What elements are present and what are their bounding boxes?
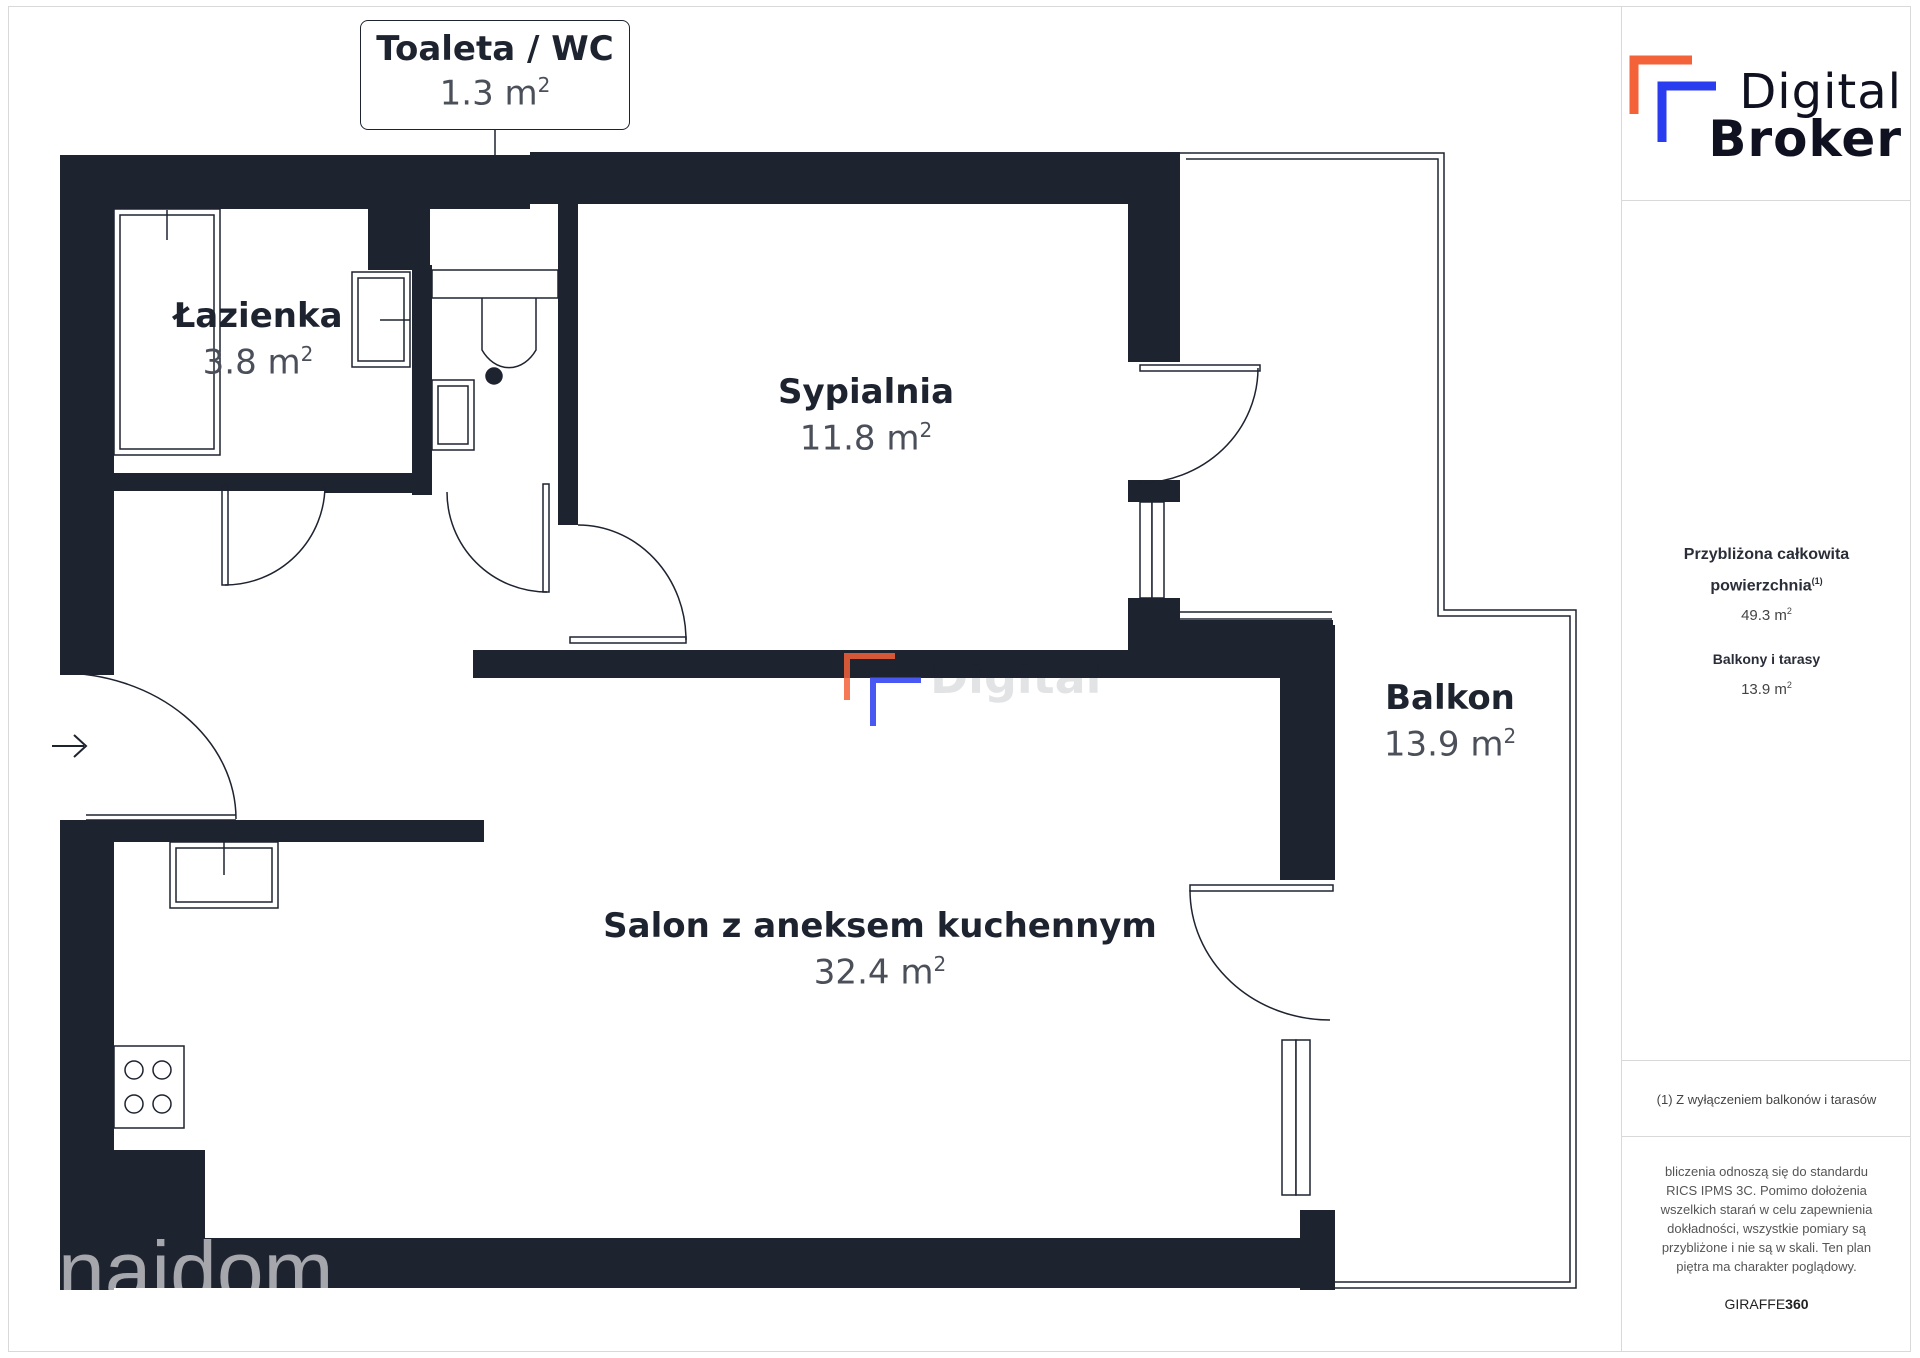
- room-label-salon: Salon z aneksem kuchennym 32.4 m2: [603, 906, 1157, 992]
- sidebar: Digital Broker Przybliżona całkowita pow…: [1621, 6, 1911, 1352]
- sidebar-divider: [1622, 1136, 1911, 1137]
- room-area: 1.3 m2: [439, 73, 551, 114]
- windows: [1139, 501, 1311, 1196]
- watermark-logo-icon: [844, 653, 921, 726]
- entrance-arrow-icon: [52, 734, 88, 758]
- logo-line-2: Broker: [1708, 110, 1902, 168]
- total-area-value: 49.3 m2: [1741, 606, 1792, 624]
- balcony-outline: [1180, 152, 1577, 1289]
- floor-plan: naidom: [52, 130, 1577, 1318]
- walls: [60, 152, 1335, 1290]
- balconies-title: Balkony i tarasy: [1712, 651, 1821, 667]
- toilet-icon: [431, 269, 559, 451]
- wc-callout: Toaleta / WC 1.3 m2: [360, 20, 630, 130]
- disclaimer: bliczenia odnoszą się do standardu RICS …: [1660, 1164, 1873, 1274]
- door-swings: [59, 364, 1334, 1021]
- room-label-lazienka: Łazienka 3.8 m2: [173, 296, 342, 382]
- sidebar-divider: [1622, 1060, 1911, 1061]
- room-area: 32.4 m2: [813, 952, 947, 993]
- stove-icon: [113, 1045, 185, 1129]
- bottom-watermark: naidom: [58, 1224, 334, 1318]
- room-label-sypialnia: Sypialnia 11.8 m2: [778, 372, 954, 458]
- room-name: Toaleta / WC: [376, 29, 614, 69]
- room-area: 13.9 m2: [1383, 724, 1517, 765]
- footnote: (1) Z wyłączeniem balkonów i tarasów: [1656, 1092, 1877, 1107]
- total-area-title: Przybliżona całkowita powierzchnia(1): [1683, 546, 1850, 595]
- sink-icon: [351, 271, 411, 368]
- sidebar-divider: [1622, 200, 1911, 201]
- balconies-value: 13.9 m2: [1741, 680, 1792, 698]
- room-area: 3.8 m2: [202, 342, 314, 383]
- credit: GIRAFFE360: [1724, 1296, 1809, 1312]
- kitchen-sink-icon: [169, 841, 279, 909]
- logo-mark-icon: [1629, 55, 1716, 142]
- watermark-text: Digital: [930, 650, 1102, 704]
- logo-line-1: Digital: [1739, 64, 1902, 120]
- room-name: Łazienka: [173, 296, 343, 336]
- room-name: Sypialnia: [777, 372, 955, 412]
- bathtub-icon: [113, 208, 221, 456]
- brand-logo: Digital Broker: [1626, 52, 1908, 168]
- room-area: 11.8 m2: [799, 418, 933, 459]
- room-name: Salon z aneksem kuchennym: [603, 906, 1157, 946]
- room-label-balkon: Balkon 13.9 m2: [1384, 678, 1516, 764]
- room-name: Balkon: [1385, 678, 1515, 718]
- page-frame: [8, 6, 1911, 1352]
